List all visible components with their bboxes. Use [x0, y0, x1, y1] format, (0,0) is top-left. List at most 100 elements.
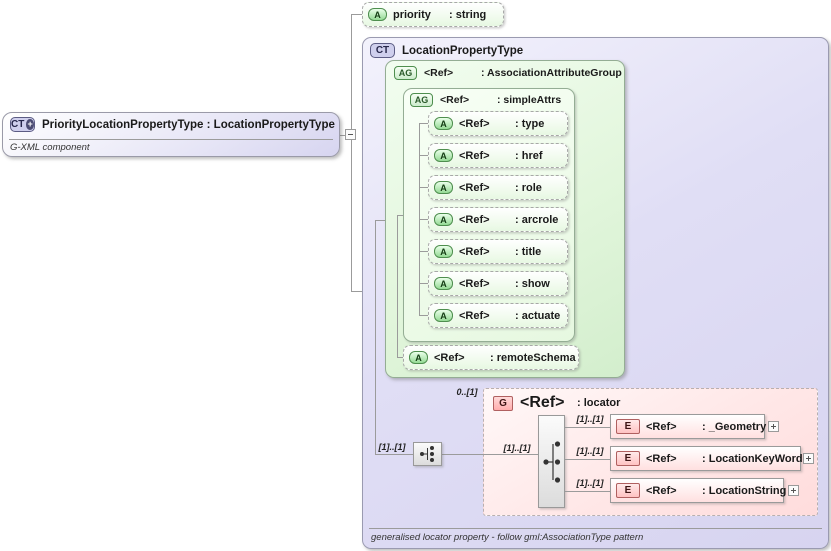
attribute-icon: A	[434, 213, 453, 226]
occurrence-label: [1]..[1]	[378, 442, 406, 452]
ref-label: <Ref>	[440, 94, 470, 106]
attribute-icon: A	[434, 245, 453, 258]
ref-label: <Ref>	[459, 181, 490, 194]
connector-line	[565, 427, 610, 428]
attribute-type: : string	[449, 8, 487, 21]
ref-label: <Ref>	[434, 351, 465, 364]
attribute-icon: A	[368, 8, 387, 21]
occurrence-label: 0..[1]	[456, 387, 478, 397]
ref-label: <Ref>	[459, 213, 490, 226]
complex-type-priority-location-property-type[interactable]: CT + PriorityLocationPropertyType : Loca…	[2, 112, 340, 157]
attribute-name: : remoteSchema	[490, 351, 576, 364]
page-title: PriorityLocationPropertyType : LocationP…	[42, 118, 335, 131]
attribute-icon: A	[434, 181, 453, 194]
attribute-arcrole[interactable]: A <Ref> : arcrole	[428, 207, 568, 232]
connector-line	[442, 454, 538, 455]
attribute-name: : show	[515, 277, 550, 290]
attribute-href[interactable]: A <Ref> : href	[428, 143, 568, 168]
element-name: : LocationKeyWord	[702, 452, 803, 465]
attribute-icon: A	[409, 351, 428, 364]
choice-icon[interactable]	[538, 415, 565, 508]
group-name: : simpleAttrs	[497, 94, 562, 106]
collapse-icon[interactable]	[345, 129, 356, 140]
attribute-name: : title	[515, 245, 542, 258]
connector-line	[419, 315, 428, 316]
ref-label: <Ref>	[459, 149, 490, 162]
group-name: : AssociationAttributeGroup	[481, 67, 622, 79]
attribute-show[interactable]: A <Ref> : show	[428, 271, 568, 296]
attribute-title[interactable]: A <Ref> : title	[428, 239, 568, 264]
type-annotation: generalised locator property - follow gm…	[371, 532, 644, 543]
element-icon: E	[616, 419, 640, 434]
ref-label: <Ref>	[459, 117, 490, 130]
attribute-name: : actuate	[515, 309, 561, 322]
ref-label: <Ref>	[646, 484, 677, 497]
element-geometry[interactable]: E <Ref> : _Geometry	[610, 414, 767, 439]
attribute-name: priority	[393, 8, 431, 21]
attribute-name: : href	[515, 149, 543, 162]
occurrence-label: [1]..[1]	[576, 478, 604, 488]
attribute-type[interactable]: A <Ref> : type	[428, 111, 568, 136]
attribute-name: : type	[515, 117, 545, 130]
connector-line	[419, 219, 428, 220]
element-icon: E	[616, 451, 640, 466]
ref-label: <Ref>	[646, 452, 677, 465]
derived-plus-icon: +	[26, 119, 34, 130]
element-name: : LocationString	[702, 484, 787, 497]
divider	[9, 139, 333, 140]
expand-icon[interactable]	[803, 453, 814, 464]
element-name: : _Geometry	[702, 420, 767, 433]
element-location-string[interactable]: E <Ref> : LocationString	[610, 478, 787, 503]
expand-icon[interactable]	[768, 421, 779, 432]
connector-line	[565, 459, 610, 460]
attribute-remote-schema[interactable]: A <Ref> : remoteSchema	[403, 345, 579, 370]
divider	[369, 528, 822, 529]
connector-line	[419, 251, 428, 252]
attribute-priority[interactable]: A priority : string	[362, 2, 504, 27]
attribute-icon: A	[434, 149, 453, 162]
connector-line	[340, 135, 346, 136]
occurrence-label: [1]..[1]	[576, 446, 604, 456]
connector-line	[397, 215, 403, 216]
occurrence-label: [1]..[1]	[503, 443, 531, 453]
group-name: : locator	[577, 397, 621, 409]
connector-line	[375, 220, 385, 221]
occurrence-label: [1]..[1]	[576, 414, 604, 424]
connector-line	[419, 283, 428, 284]
attribute-actuate[interactable]: A <Ref> : actuate	[428, 303, 568, 328]
component-annotation: G-XML component	[10, 142, 90, 153]
connector-line	[419, 155, 428, 156]
attribute-icon: A	[434, 309, 453, 322]
element-location-keyword[interactable]: E <Ref> : LocationKeyWord	[610, 446, 803, 471]
connector-line	[352, 14, 362, 15]
ref-label: <Ref>	[520, 394, 565, 411]
expand-icon[interactable]	[788, 485, 799, 496]
attribute-icon: A	[434, 277, 453, 290]
sequence-icon[interactable]	[413, 442, 442, 466]
ref-label: <Ref>	[459, 309, 490, 322]
attribute-name: : role	[515, 181, 542, 194]
connector-line	[351, 14, 352, 292]
connector-line	[375, 220, 376, 455]
attribute-role[interactable]: A <Ref> : role	[428, 175, 568, 200]
connector-line	[419, 187, 428, 188]
attribute-icon: A	[434, 117, 453, 130]
ref-label: <Ref>	[646, 420, 677, 433]
connector-line	[565, 491, 610, 492]
connector-line	[397, 357, 403, 358]
group-icon: G	[493, 395, 513, 411]
connector-line	[352, 291, 362, 292]
connector-line	[419, 123, 428, 124]
ref-label: <Ref>	[459, 277, 490, 290]
complex-type-icon: CT	[370, 43, 395, 58]
complex-type-icon: CT +	[10, 117, 35, 132]
connector-line	[397, 215, 398, 358]
sequence-glyph	[419, 446, 434, 462]
badge-label: CT	[11, 119, 25, 130]
attribute-name: : arcrole	[515, 213, 559, 226]
section-title: LocationPropertyType	[402, 44, 524, 57]
connector-line	[375, 454, 413, 455]
ref-label: <Ref>	[424, 67, 454, 79]
choice-glyph	[542, 440, 560, 483]
